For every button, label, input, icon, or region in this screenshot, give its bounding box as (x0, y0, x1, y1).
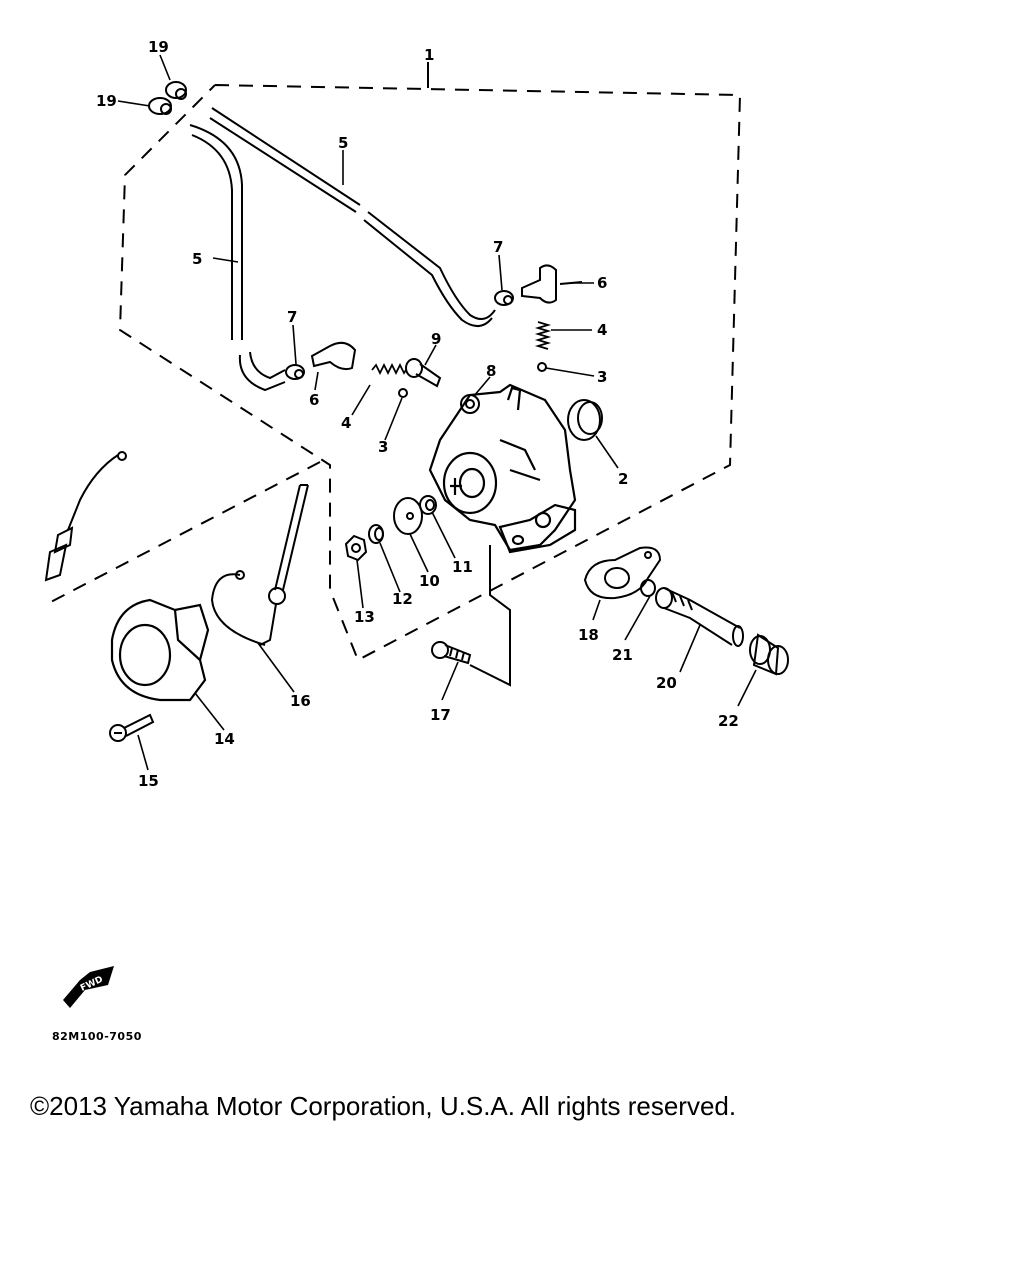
spring-4-left (371, 362, 407, 376)
label-8: 8 (486, 362, 496, 380)
screw-15 (109, 713, 155, 742)
gasket-18 (583, 546, 662, 600)
diagram-code: 82M100-7050 (52, 1030, 142, 1043)
label-21: 21 (612, 646, 633, 664)
label-15: 15 (138, 772, 159, 790)
label-13: 13 (354, 608, 375, 626)
label-7-left: 7 (287, 308, 297, 326)
bolt-9 (405, 358, 442, 388)
label-19-lower: 19 (96, 92, 117, 110)
hose-5-upper (209, 107, 496, 327)
label-22: 22 (718, 712, 739, 730)
label-2: 2 (618, 470, 628, 488)
drive-shaft-20 (655, 587, 744, 647)
label-10: 10 (419, 572, 440, 590)
nut-13 (344, 534, 368, 562)
fwd-arrow-icon: FWD (63, 966, 114, 1008)
label-19-upper: 19 (148, 38, 169, 56)
washer-10 (393, 497, 423, 535)
label-6-left: 6 (309, 391, 319, 409)
label-5-upper: 5 (338, 134, 348, 152)
label-leaders (117, 54, 757, 771)
ball-3-left (398, 388, 408, 398)
spring-4-right (534, 321, 552, 350)
label-3-right: 3 (597, 368, 607, 386)
assembly-boundary (44, 84, 742, 662)
label-12: 12 (392, 590, 413, 608)
washer-12 (368, 524, 384, 544)
label-1: 1 (424, 46, 434, 64)
label-16: 16 (290, 692, 311, 710)
copyright-notice: ©2013 Yamaha Motor Corporation, U.S.A. A… (30, 1091, 737, 1121)
label-9: 9 (431, 330, 441, 348)
wire-lead (44, 451, 127, 582)
pump-leader-lines (469, 545, 511, 687)
label-14: 14 (214, 730, 235, 748)
label-11: 11 (452, 558, 473, 576)
washer-11 (419, 495, 437, 515)
clamp-7-left (285, 364, 305, 380)
label-18: 18 (578, 626, 599, 644)
ball-3-right (537, 362, 547, 372)
label-3-left: 3 (378, 438, 388, 456)
clip-19-upper (165, 81, 187, 100)
label-5-left: 5 (192, 250, 202, 268)
collar-22 (749, 633, 789, 676)
hose-5-left (189, 124, 286, 392)
label-17: 17 (430, 706, 451, 724)
oil-seal-2 (567, 399, 603, 441)
label-6-right: 6 (597, 274, 607, 292)
part-labels: 1 19 19 5 5 7 6 4 3 7 9 8 6 4 3 2 11 10 … (96, 38, 739, 790)
cable-16 (210, 484, 309, 646)
o-ring-21 (640, 579, 656, 597)
cover-14 (110, 598, 210, 702)
fitting-6-left (310, 341, 357, 371)
oil-pump-body (428, 383, 577, 554)
bolt-17 (431, 641, 472, 665)
fitting-6-right (521, 264, 583, 304)
clip-19-lower (148, 97, 172, 115)
label-20: 20 (656, 674, 677, 692)
clamp-7-right (494, 290, 514, 306)
label-7-right: 7 (493, 238, 503, 256)
label-4-right: 4 (597, 321, 607, 339)
label-4-left: 4 (341, 414, 351, 432)
